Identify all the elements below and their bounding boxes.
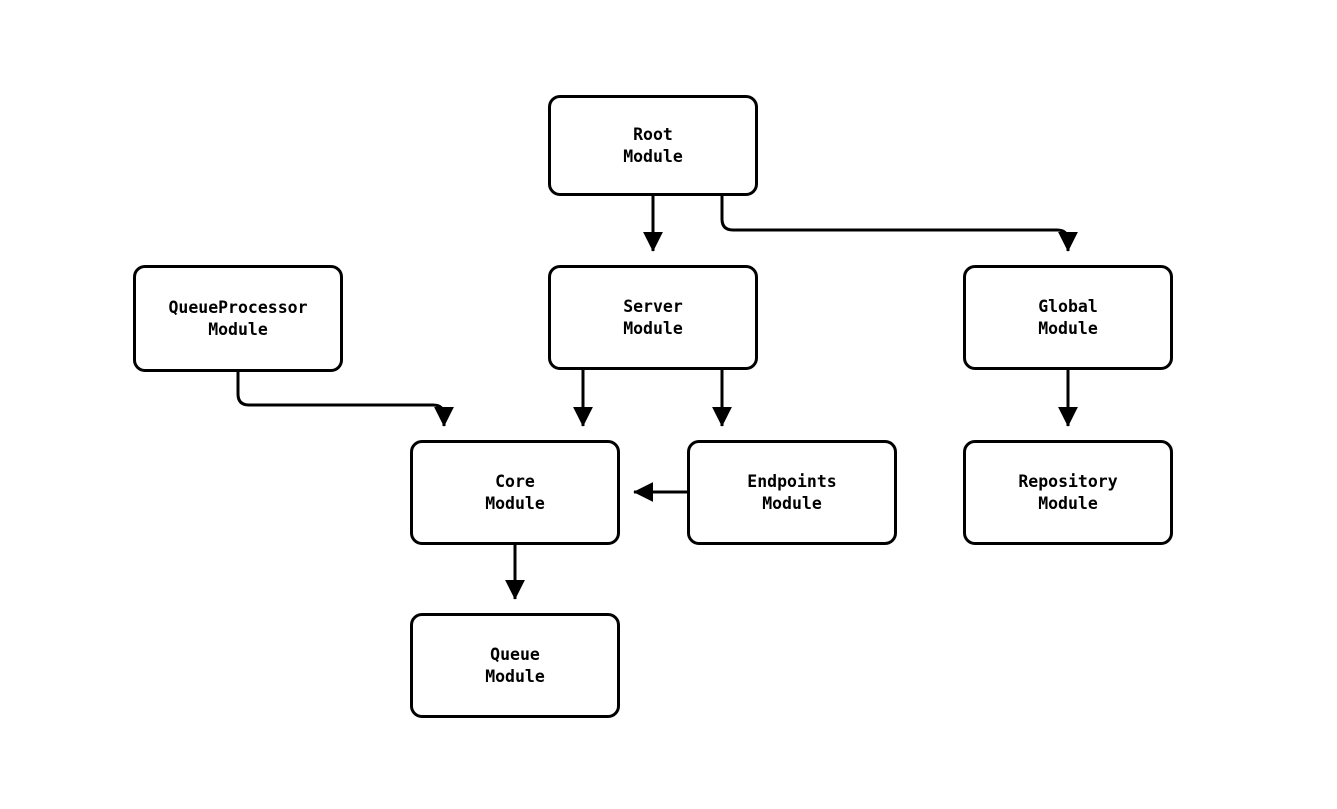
node-root-label: Root Module: [623, 124, 683, 166]
node-root[interactable]: Root Module: [548, 95, 758, 196]
edge-queueprocessor-to-core: [236, 372, 454, 427]
node-queueprocessor[interactable]: QueueProcessor Module: [133, 265, 343, 372]
node-server[interactable]: Server Module: [548, 265, 758, 370]
node-core[interactable]: Core Module: [410, 440, 620, 545]
node-queueprocessor-label: QueueProcessor Module: [168, 297, 308, 339]
node-queue-label: Queue Module: [485, 644, 545, 686]
node-endpoints[interactable]: Endpoints Module: [687, 440, 897, 545]
node-core-label: Core Module: [485, 471, 545, 513]
node-server-label: Server Module: [623, 296, 683, 338]
edge-root-to-global: [720, 196, 1078, 252]
node-repository[interactable]: Repository Module: [963, 440, 1173, 545]
node-endpoints-label: Endpoints Module: [747, 471, 837, 513]
node-global-label: Global Module: [1038, 296, 1098, 338]
node-repository-label: Repository Module: [1018, 471, 1118, 513]
node-queue[interactable]: Queue Module: [410, 613, 620, 718]
node-global[interactable]: Global Module: [963, 265, 1173, 370]
